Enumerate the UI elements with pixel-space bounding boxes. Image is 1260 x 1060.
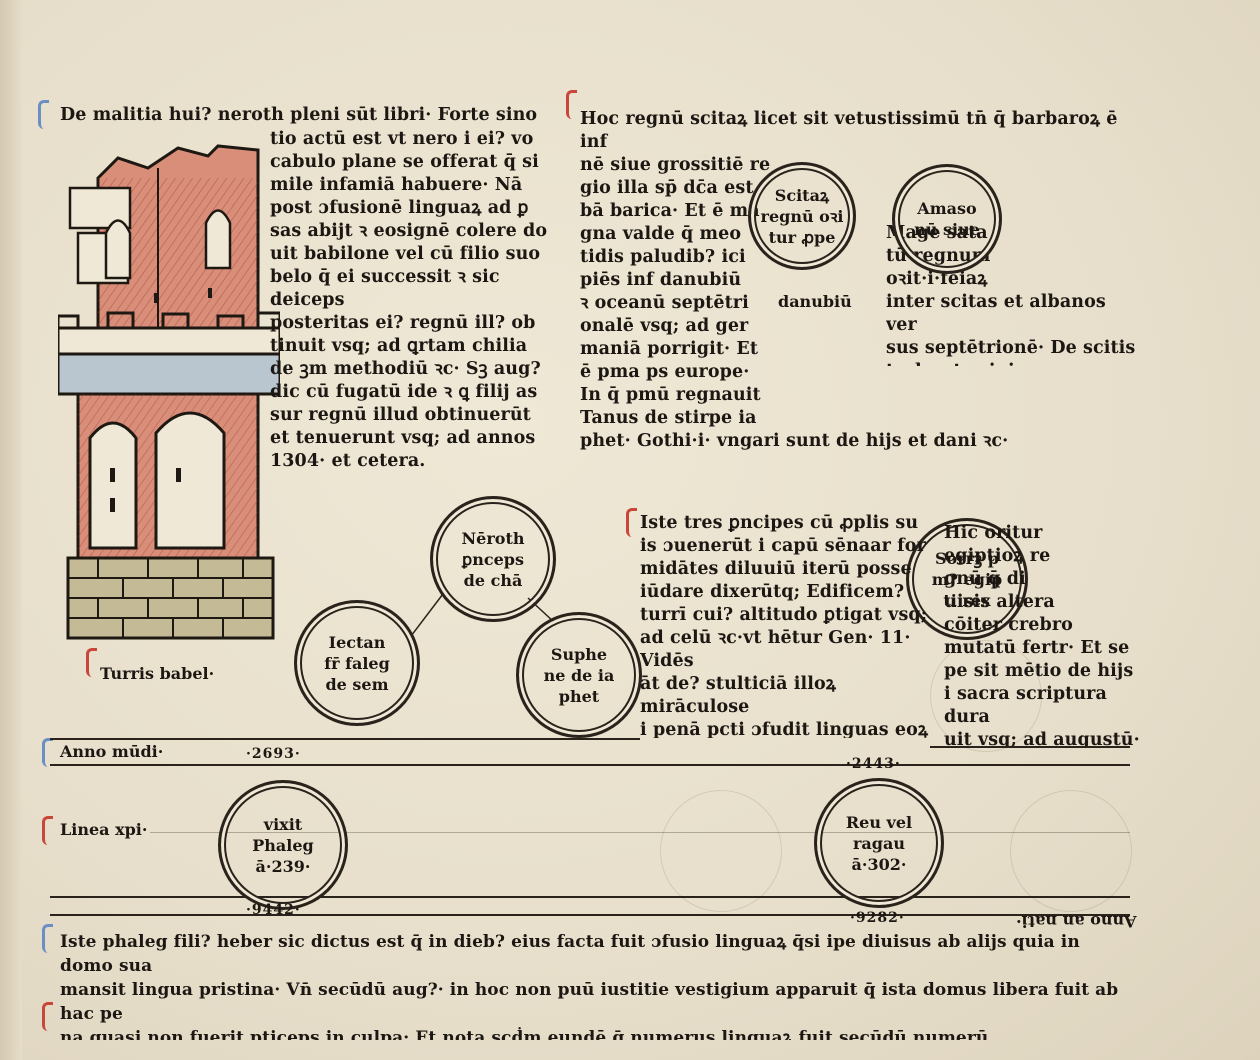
rule-anno-mundi-right (930, 746, 1130, 748)
circle-scitarum: Scitaꝝ regnū oꝛi tur ꝓpe (748, 162, 856, 270)
circle-sorrep: Sorrꝫ p m? egip ti rex (906, 518, 1028, 640)
rubric-mark (42, 924, 53, 953)
phaleg-commentary: Iste phaleg fili? heber sic dictus est q… (60, 932, 1119, 1040)
egypt-text: Hic oritur egiptioꝝ re gnū q̄ di uisis a… (944, 523, 1140, 748)
circle-suphene: Suphe ne de ia phet (516, 612, 642, 738)
circle-iectan-text: Iectan fr̄ faleg de sem (324, 632, 390, 694)
rubric-mark (626, 508, 637, 537)
circle-nemroth-text: Nēroth ꝑnceps de chā (461, 528, 525, 590)
rule-linea-christi (150, 832, 1130, 833)
scythia-intro: Hoc regnū scitaꝝ licet sit vetustissimū … (580, 109, 1130, 156)
ghost-circle (660, 790, 782, 912)
rule-anno-mundi-top (50, 738, 640, 740)
rubric-mark (86, 648, 97, 677)
tower-caption: Turris babel· (100, 664, 215, 683)
rule-anno-ante-bottom (50, 914, 1130, 916)
ghost-circle (1010, 790, 1132, 912)
circle-iectan: Iectan fr̄ faleg de sem (294, 600, 420, 726)
circle-nemroth: Nēroth ꝑnceps de chā (430, 496, 556, 622)
rubric-mark (42, 1002, 53, 1031)
anno-ante-value-1: ·9442· (246, 902, 301, 918)
circle-phaleg-text: vixit Phaleg ā·239· (252, 814, 314, 876)
scythia-text: nē siue grossitiē re gio illa sp̄ dc̄a e… (580, 155, 1009, 451)
circle-phaleg: vixit Phaleg ā·239· (218, 780, 348, 910)
rubric-mark (38, 100, 49, 129)
circle-suphene-text: Suphe ne de ia phet (543, 644, 615, 706)
rule-anno-mundi-bottom (50, 764, 1130, 766)
nemroth-commentary: tio actū est vt nero i ei? vo cabulo pla… (270, 129, 548, 471)
danubium-label: danubiū (778, 292, 852, 311)
linea-christi-label: Linea xpi· (60, 820, 148, 839)
anno-mundi-value: ·2693· (246, 746, 301, 762)
ghost-circle (930, 640, 1042, 752)
anno-mundi-label: Anno mūdi· (60, 742, 164, 761)
circle-sorrep-text: Sorrꝫ p m? egip ti rex (931, 548, 1003, 610)
rubric-mark (42, 816, 53, 845)
anno-ante-value-2: ·9282· (850, 910, 905, 926)
anno-mundi-value-2: ·2443· (846, 756, 901, 772)
tower-of-babel-woodcut (58, 144, 280, 640)
nemroth-commentary-first-line: De malitia hui? neroth pleni sūt libri· … (60, 105, 538, 125)
rule-anno-ante-top (50, 896, 1130, 898)
rubric-mark (566, 90, 577, 119)
circle-scitarum-text: Scitaꝝ regnū oꝛi tur ꝓpe (760, 185, 844, 247)
circle-reu: Reu vel ragau ā·302· (814, 778, 944, 908)
anno-ante-label: Anno an nati· (1016, 912, 1137, 931)
circle-amason: Amaso nū siue (892, 164, 1002, 274)
babel-confusion-text: Iste tres ꝑncipes cū ꝓplis su is ɔuenerū… (640, 513, 929, 738)
circle-amason-text: Amaso nū siue (914, 199, 980, 239)
circle-reu-text: Reu vel ragau ā·302· (845, 812, 913, 874)
rubric-mark (42, 738, 53, 767)
